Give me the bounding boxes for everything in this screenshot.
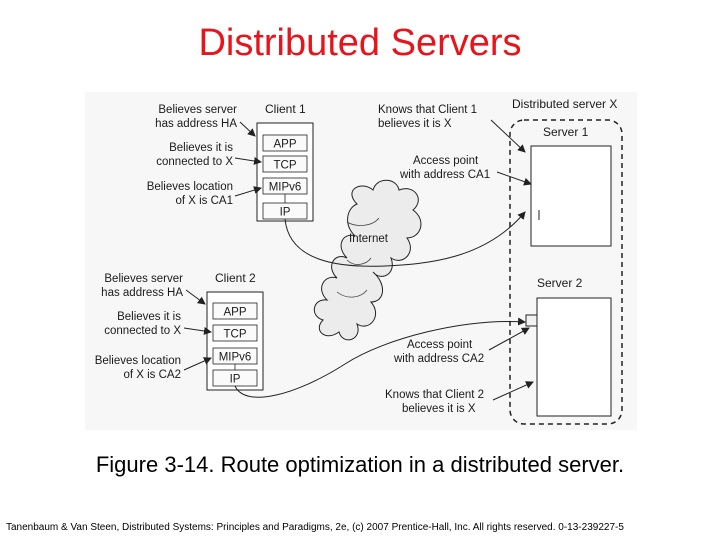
client1-layer-app: APP — [273, 139, 296, 151]
client1-believes-location-line1: Believes location — [147, 181, 233, 193]
knows-client1-line2: believes it is X — [378, 118, 452, 130]
knows-client2-line2: believes it is X — [402, 403, 476, 415]
knows-client1-line1: Knows that Client 1 — [378, 104, 477, 116]
client2-believes-connected-line1: Believes it is — [117, 311, 181, 323]
server-side-labels: Knows that Client 1 believes it is X Acc… — [378, 104, 490, 415]
access-point1-line1: Access point — [413, 155, 479, 167]
server1-label: Server 1 — [543, 125, 589, 139]
client2-layer-ip: IP — [230, 374, 241, 386]
server2-label: Server 2 — [537, 276, 583, 290]
client1-belief-pointers — [234, 121, 262, 197]
copyright-footer: Tanenbaum & Van Steen, Distributed Syste… — [6, 522, 624, 533]
client2-believes-location-line2: of X is CA2 — [123, 369, 181, 381]
client2-believes-server-line2: has address HA — [101, 287, 183, 299]
client2-to-server2-route — [234, 317, 526, 398]
internet-label: Internet — [349, 233, 389, 245]
client1-believes-connected-line1: Believes it is — [169, 142, 233, 154]
client2-layer-tcp: TCP — [224, 329, 247, 341]
access-point2-line2: with address CA2 — [393, 353, 484, 365]
slide-title: Distributed Servers — [198, 22, 522, 64]
client1-layer-tcp: TCP — [274, 160, 297, 172]
client2-layer-mipv6: MIPv6 — [219, 352, 252, 364]
access-point2-line1: Access point — [407, 339, 473, 351]
client2-belief-labels: Believes server has address HA Believes … — [95, 273, 184, 381]
figure-caption: Figure 3-14. Route optimization in a dis… — [95, 452, 625, 477]
client1-believes-location-line2: of X is CA1 — [175, 195, 233, 207]
client2-believes-location-line1: Believes location — [95, 355, 181, 367]
client2-believes-server-line1: Believes server — [104, 273, 183, 285]
client2-stack: APP TCP MIPv6 IP — [212, 302, 258, 387]
client2-believes-connected-line2: connected to X — [104, 325, 181, 337]
access-point1-line2: with address CA1 — [399, 169, 490, 181]
knows-client2-line1: Knows that Client 2 — [385, 389, 484, 401]
client2-label: Client 2 — [215, 271, 256, 285]
client2-layer-app: APP — [223, 307, 246, 319]
internet-cloud — [313, 179, 422, 341]
client2-belief-pointers — [183, 289, 212, 371]
client1-layer-mipv6: MIPv6 — [269, 182, 302, 194]
client1-label: Client 1 — [265, 102, 306, 116]
client1-believes-connected-line2: connected to X — [156, 156, 233, 168]
server-side-pointers — [488, 119, 534, 401]
client1-to-server1-route — [284, 211, 526, 267]
route-paths — [234, 211, 526, 398]
route-optimization-diagram: Internet Distributed server X Server 1 S… — [85, 92, 637, 430]
server2-access-point — [525, 314, 538, 327]
client1-believes-server-line2: has address HA — [155, 118, 237, 130]
server2-box — [536, 297, 612, 417]
distributed-server-label: Distributed server X — [512, 97, 617, 111]
client1-layer-ip: IP — [280, 207, 291, 219]
server1-box — [530, 145, 612, 247]
client1-believes-server-line1: Believes server — [158, 104, 237, 116]
distributed-server-boundary — [509, 119, 623, 425]
client1-belief-labels: Believes server has address HA Believes … — [147, 104, 238, 207]
client1-stack: APP TCP MIPv6 IP — [262, 134, 308, 220]
